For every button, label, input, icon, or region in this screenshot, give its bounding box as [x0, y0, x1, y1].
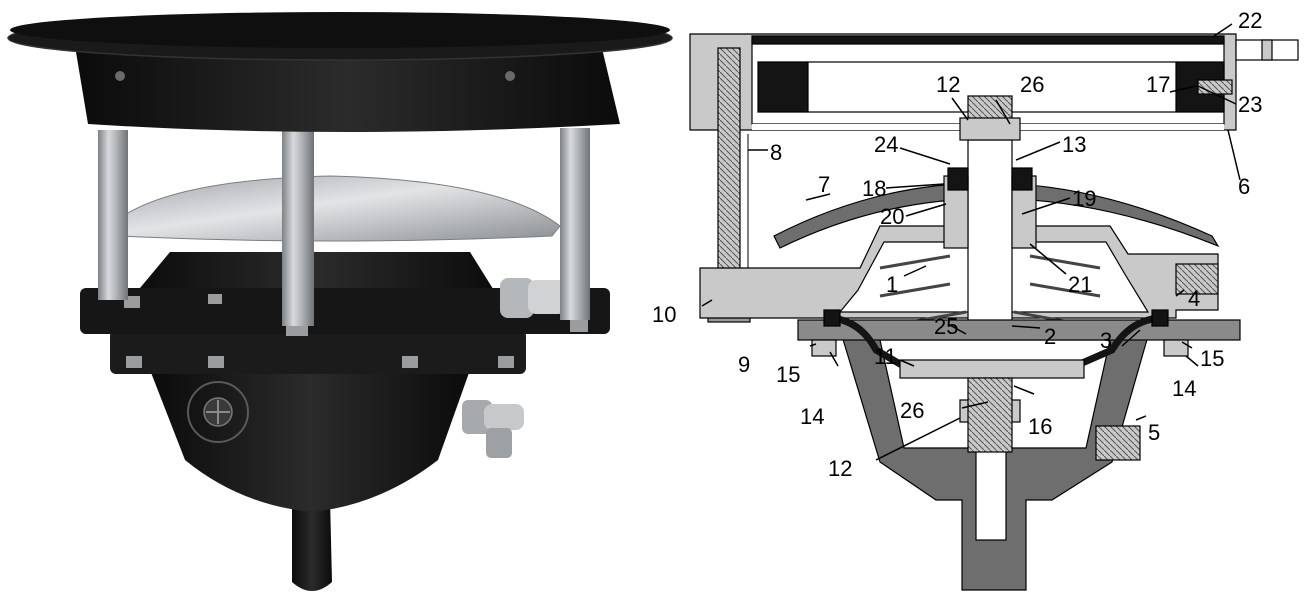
label-3: 3: [1100, 328, 1112, 353]
part-seal-block-left: [757, 61, 809, 113]
part-labels: 22 23 17 6 26 12 13 24 18 19 20 8 7 21 1…: [652, 8, 1262, 481]
part-bolt-right: [1163, 339, 1189, 357]
photo-top-screws: [115, 71, 515, 81]
label-8: 8: [770, 140, 782, 165]
lower-bore: [975, 447, 1007, 541]
label-2: 2: [1044, 324, 1056, 349]
label-25: 25: [934, 314, 958, 339]
part-top-nut: [959, 117, 1021, 141]
label-9: 9: [738, 352, 750, 377]
label-19: 19: [1072, 186, 1096, 211]
label-15a: 15: [776, 362, 800, 387]
label-13: 13: [1062, 132, 1086, 157]
part-shaft: [967, 119, 1013, 353]
label-23: 23: [1238, 92, 1262, 117]
label-21: 21: [1068, 272, 1092, 297]
photo-elbow-fitting-upper: [500, 278, 566, 318]
label-20: 20: [880, 204, 904, 229]
label-1: 1: [886, 272, 898, 297]
photo-assembly: [7, 12, 673, 591]
photo-top-plate-edge: [10, 12, 670, 48]
label-17: 17: [1146, 72, 1170, 97]
part-set-screw: [1197, 79, 1233, 95]
label-24: 24: [874, 132, 898, 157]
part-seal-cap-left: [947, 167, 969, 191]
part-seal-cap-right: [1011, 167, 1033, 191]
label-18: 18: [862, 176, 886, 201]
photo-dome: [109, 175, 561, 242]
diaphragm-clamp-right: [1151, 309, 1169, 327]
label-26b: 26: [900, 398, 924, 423]
part-port-fitting: [1175, 263, 1219, 295]
label-7: 7: [818, 172, 830, 197]
part-piston-plate: [899, 359, 1085, 379]
part-flange: [797, 319, 1241, 341]
label-26a: 26: [1020, 72, 1044, 97]
leader-lines: [701, 23, 1241, 461]
diaphragm-clamp-left: [823, 309, 841, 327]
label-16: 16: [1028, 414, 1052, 439]
photo-post-right: [560, 128, 590, 320]
photo-stem: [292, 498, 332, 591]
label-10: 10: [652, 302, 676, 327]
label-15b: 15: [1200, 346, 1224, 371]
top-seal-strip: [751, 35, 1225, 45]
photo-lower-body: [150, 370, 470, 512]
label-22: 22: [1238, 8, 1262, 33]
photo-elbow-fitting-lower: [462, 400, 524, 458]
label-6: 6: [1238, 174, 1250, 199]
photo-brand-emblem: [187, 381, 249, 443]
label-12b: 12: [828, 456, 852, 481]
label-4: 4: [1188, 286, 1200, 311]
part-drain-fitting: [1095, 425, 1141, 461]
part-spring-plate: [773, 182, 1220, 249]
label-5: 5: [1148, 420, 1160, 445]
photo-lower-flange: [110, 330, 526, 374]
top-tab-slot: [1261, 39, 1273, 61]
section-diagram: [689, 33, 1299, 591]
photo-top-ring: [74, 40, 620, 132]
photo-post-center: [282, 128, 314, 326]
shaft-lower-thread: [967, 377, 1013, 453]
label-14b: 14: [1172, 376, 1196, 401]
part-bolt-left: [811, 339, 837, 357]
part-tie-rod: [717, 47, 741, 305]
photo-post-left: [98, 130, 128, 300]
label-11: 11: [874, 344, 897, 369]
label-14a: 14: [800, 404, 824, 429]
photo-lower-nuts: [126, 356, 514, 368]
label-12a: 12: [936, 72, 960, 97]
